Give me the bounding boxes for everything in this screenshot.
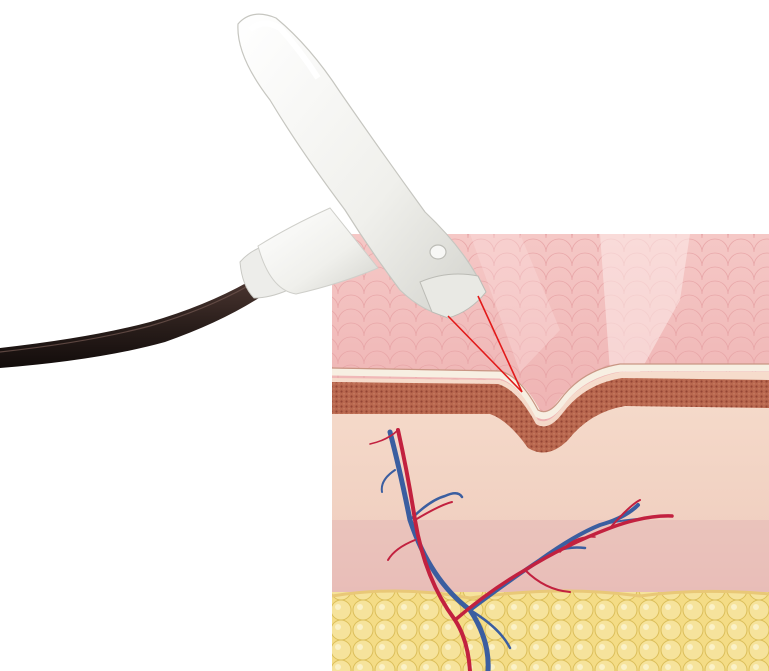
handheld-device xyxy=(238,14,486,318)
cable xyxy=(0,282,262,368)
skin-cross-section xyxy=(332,234,769,671)
device-button xyxy=(430,245,446,259)
